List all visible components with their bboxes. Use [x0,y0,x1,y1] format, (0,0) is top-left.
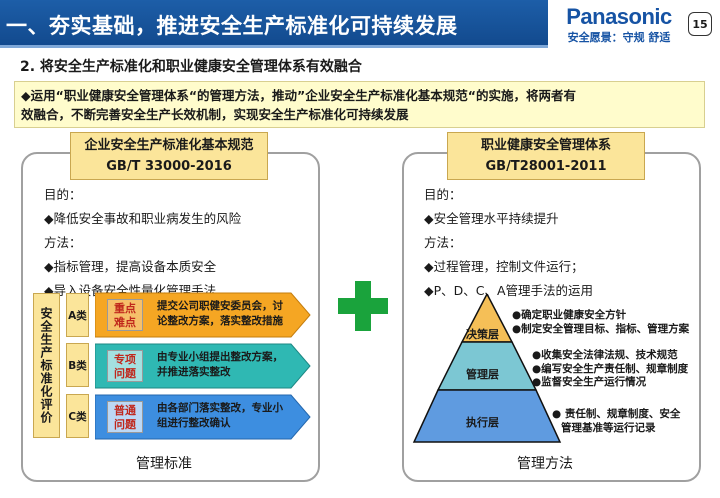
list-item: 方法： [44,235,82,250]
row-arrow-a: 重点 难点 提交公司职健安委员会，讨 论整改方案，落实整改措施 [95,291,312,339]
row-text-line: 组进行整改确认 [157,417,231,429]
row-text: 提交公司职健安委员会，讨 论整改方案，落实整改措施 [157,299,297,329]
class-c-label: C类 [66,394,89,438]
pyramid-item: ●收集安全法律法规、技术规范 [532,349,678,361]
pyramid-top-label: 决策层 [466,328,499,341]
standard-name: 企业安全生产标准化基本规范 [84,138,254,153]
pyramid-mid-label: 管理层 [466,368,499,381]
brand-logo: Panasonic [566,4,672,29]
list-item: 目的： [44,187,82,202]
row-tag-line: 普通 [114,404,136,417]
arrow-shape-icon [95,394,311,440]
row-tag: 专项 问题 [107,350,143,382]
evaluation-label: 安全生产标准化评价 [33,293,60,438]
page-title: 一、夯实基础，推进安全生产标准化可持续发展 [6,14,458,38]
pyramid-top-items: ●确定职业健康安全方针 ●制定安全管理目标、指标、管理方案 [512,309,689,336]
class-b-label: B类 [66,343,89,387]
list-item: ◆P、D、C、A管理手法的运用 [424,283,594,298]
list-item: 目的： [424,187,462,202]
class-a-label: A类 [66,293,89,337]
standard-code: GB/T28001-2011 [485,159,607,174]
left-list: 目的： ◆降低安全事故和职业病发生的风险 方法： ◆指标管理，提高设备本质安全 … [44,183,241,303]
row-arrow-c: 普通 问题 由各部门落实整改，专业小 组进行整改确认 [95,393,312,441]
row-text-line: 论整改方案，落实整改措施 [157,315,283,327]
pyramid-item: 管理基准等运行记录 [561,421,656,434]
row-text-line: 提交公司职健安委员会，讨 [157,300,283,312]
pyramid-diagram [412,294,562,443]
right-list: 目的： ◆安全管理水平持续提升 方法： ◆过程管理，控制文件运行； ◆P、D、C… [424,183,593,303]
pyramid-item: ● 责任制、规章制度、安全 [552,408,681,420]
intro-box: ◆运用“职业健康安全管理体系“的管理方法，推动”企业安全生产标准化基本规范“的实… [14,81,705,128]
row-text-line: 由专业小组提出整改方案， [157,351,283,363]
pyramid-bottom-layer [412,389,562,443]
row-tag-line: 专项 [114,353,136,366]
arrow-shape-icon [95,292,311,338]
row-text-line: 并推进落实整改 [157,366,231,378]
list-item: ◆降低安全事故和职业病发生的风险 [44,211,242,226]
section-subtitle: 2. 将安全生产标准化和职业健康安全管理体系有效融合 [20,59,362,75]
row-arrow-b: 专项 问题 由专业小组提出整改方案， 并推进落实整改 [95,342,312,390]
pyramid-mid-items: ●收集安全法律法规、技术规范 ●编写安全生产责任制、规章制度 ●监督安全生产运行… [532,349,688,390]
list-item: ◆指标管理，提高设备本质安全 [44,259,217,274]
list-item: ◆过程管理，控制文件运行； [424,259,584,274]
pyramid-item: ●监督安全生产运行情况 [532,376,647,388]
brand-block: Panasonic 安全愿景：守规 舒适 [556,4,682,45]
title-bar: 一、夯实基础，推进安全生产标准化可持续发展 [0,0,548,48]
pyramid-item: ●编写安全生产责任制、规章制度 [532,362,689,375]
standard-box-left: 企业安全生产标准化基本规范 GB/T 33000-2016 [70,132,268,180]
list-item: ◆安全管理水平持续提升 [424,211,559,226]
row-tag: 重点 难点 [107,299,143,331]
row-tag-line: 问题 [114,367,136,380]
standard-box-right: 职业健康安全管理体系 GB/T28001-2011 [447,132,645,180]
brand-slogan: 安全愿景：守规 舒适 [567,31,671,44]
row-tag: 普通 问题 [107,401,143,433]
row-text-line: 由各部门落实整改，专业小 [157,402,283,414]
row-tag-line: 问题 [114,418,136,431]
row-text: 由各部门落实整改，专业小 组进行整改确认 [157,401,297,431]
pyramid-bottom-items: ● 责任制、规章制度、安全 管理基准等运行记录 [552,408,680,435]
plus-icon [338,281,388,331]
pyramid-item: ●确定职业健康安全方针 [512,309,627,321]
intro-line: ◆运用“职业健康安全管理体系“的管理方法，推动”企业安全生产标准化基本规范“的实… [21,88,576,103]
list-item: 方法： [424,235,462,250]
pyramid-item: ●制定安全管理目标、指标、管理方案 [512,322,690,335]
arrow-shape-icon [95,343,311,389]
standard-code: GB/T 33000-2016 [106,159,232,174]
row-tag-line: 重点 [114,302,136,315]
row-tag-line: 难点 [114,316,136,329]
standard-name: 职业健康安全管理体系 [480,138,611,153]
intro-line: 效融合，不断完善安全生产长效机制，实现安全生产标准化可持续发展 [21,107,409,122]
page-number: 15 [688,12,712,36]
pyramid-bottom-label: 执行层 [466,416,499,429]
right-footer-label: 管理方法 [517,456,573,472]
row-text: 由专业小组提出整改方案， 并推进落实整改 [157,350,297,380]
left-footer-label: 管理标准 [136,456,192,472]
